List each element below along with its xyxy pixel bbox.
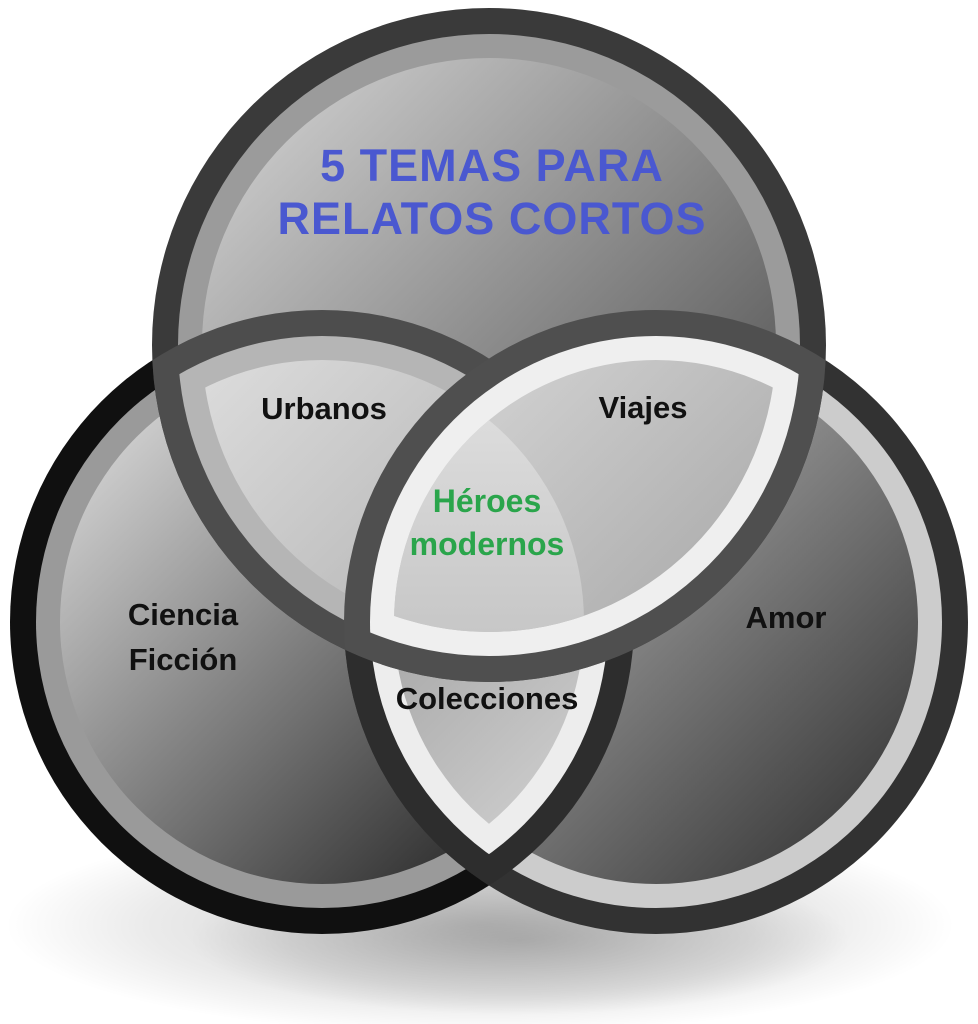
- label-amor: Amor: [746, 600, 827, 635]
- label-heroes-line-1: Héroes: [433, 483, 542, 519]
- label-colecciones: Colecciones: [396, 681, 579, 716]
- urbanos-lens-fill: [202, 360, 584, 632]
- label-heroes-line-2: modernos: [410, 526, 565, 562]
- label-urbanos: Urbanos: [261, 391, 387, 426]
- diagram-title-line-1: 5 TEMAS PARA: [320, 140, 664, 191]
- label-ciencia-ficcion-line-1: Ciencia: [128, 597, 239, 632]
- diagram-title-line-2: RELATOS CORTOS: [277, 193, 706, 244]
- label-viajes: Viajes: [598, 390, 687, 425]
- label-ciencia-ficcion-line-2: Ficción: [129, 642, 238, 677]
- viajes-lens-fill: [394, 360, 776, 632]
